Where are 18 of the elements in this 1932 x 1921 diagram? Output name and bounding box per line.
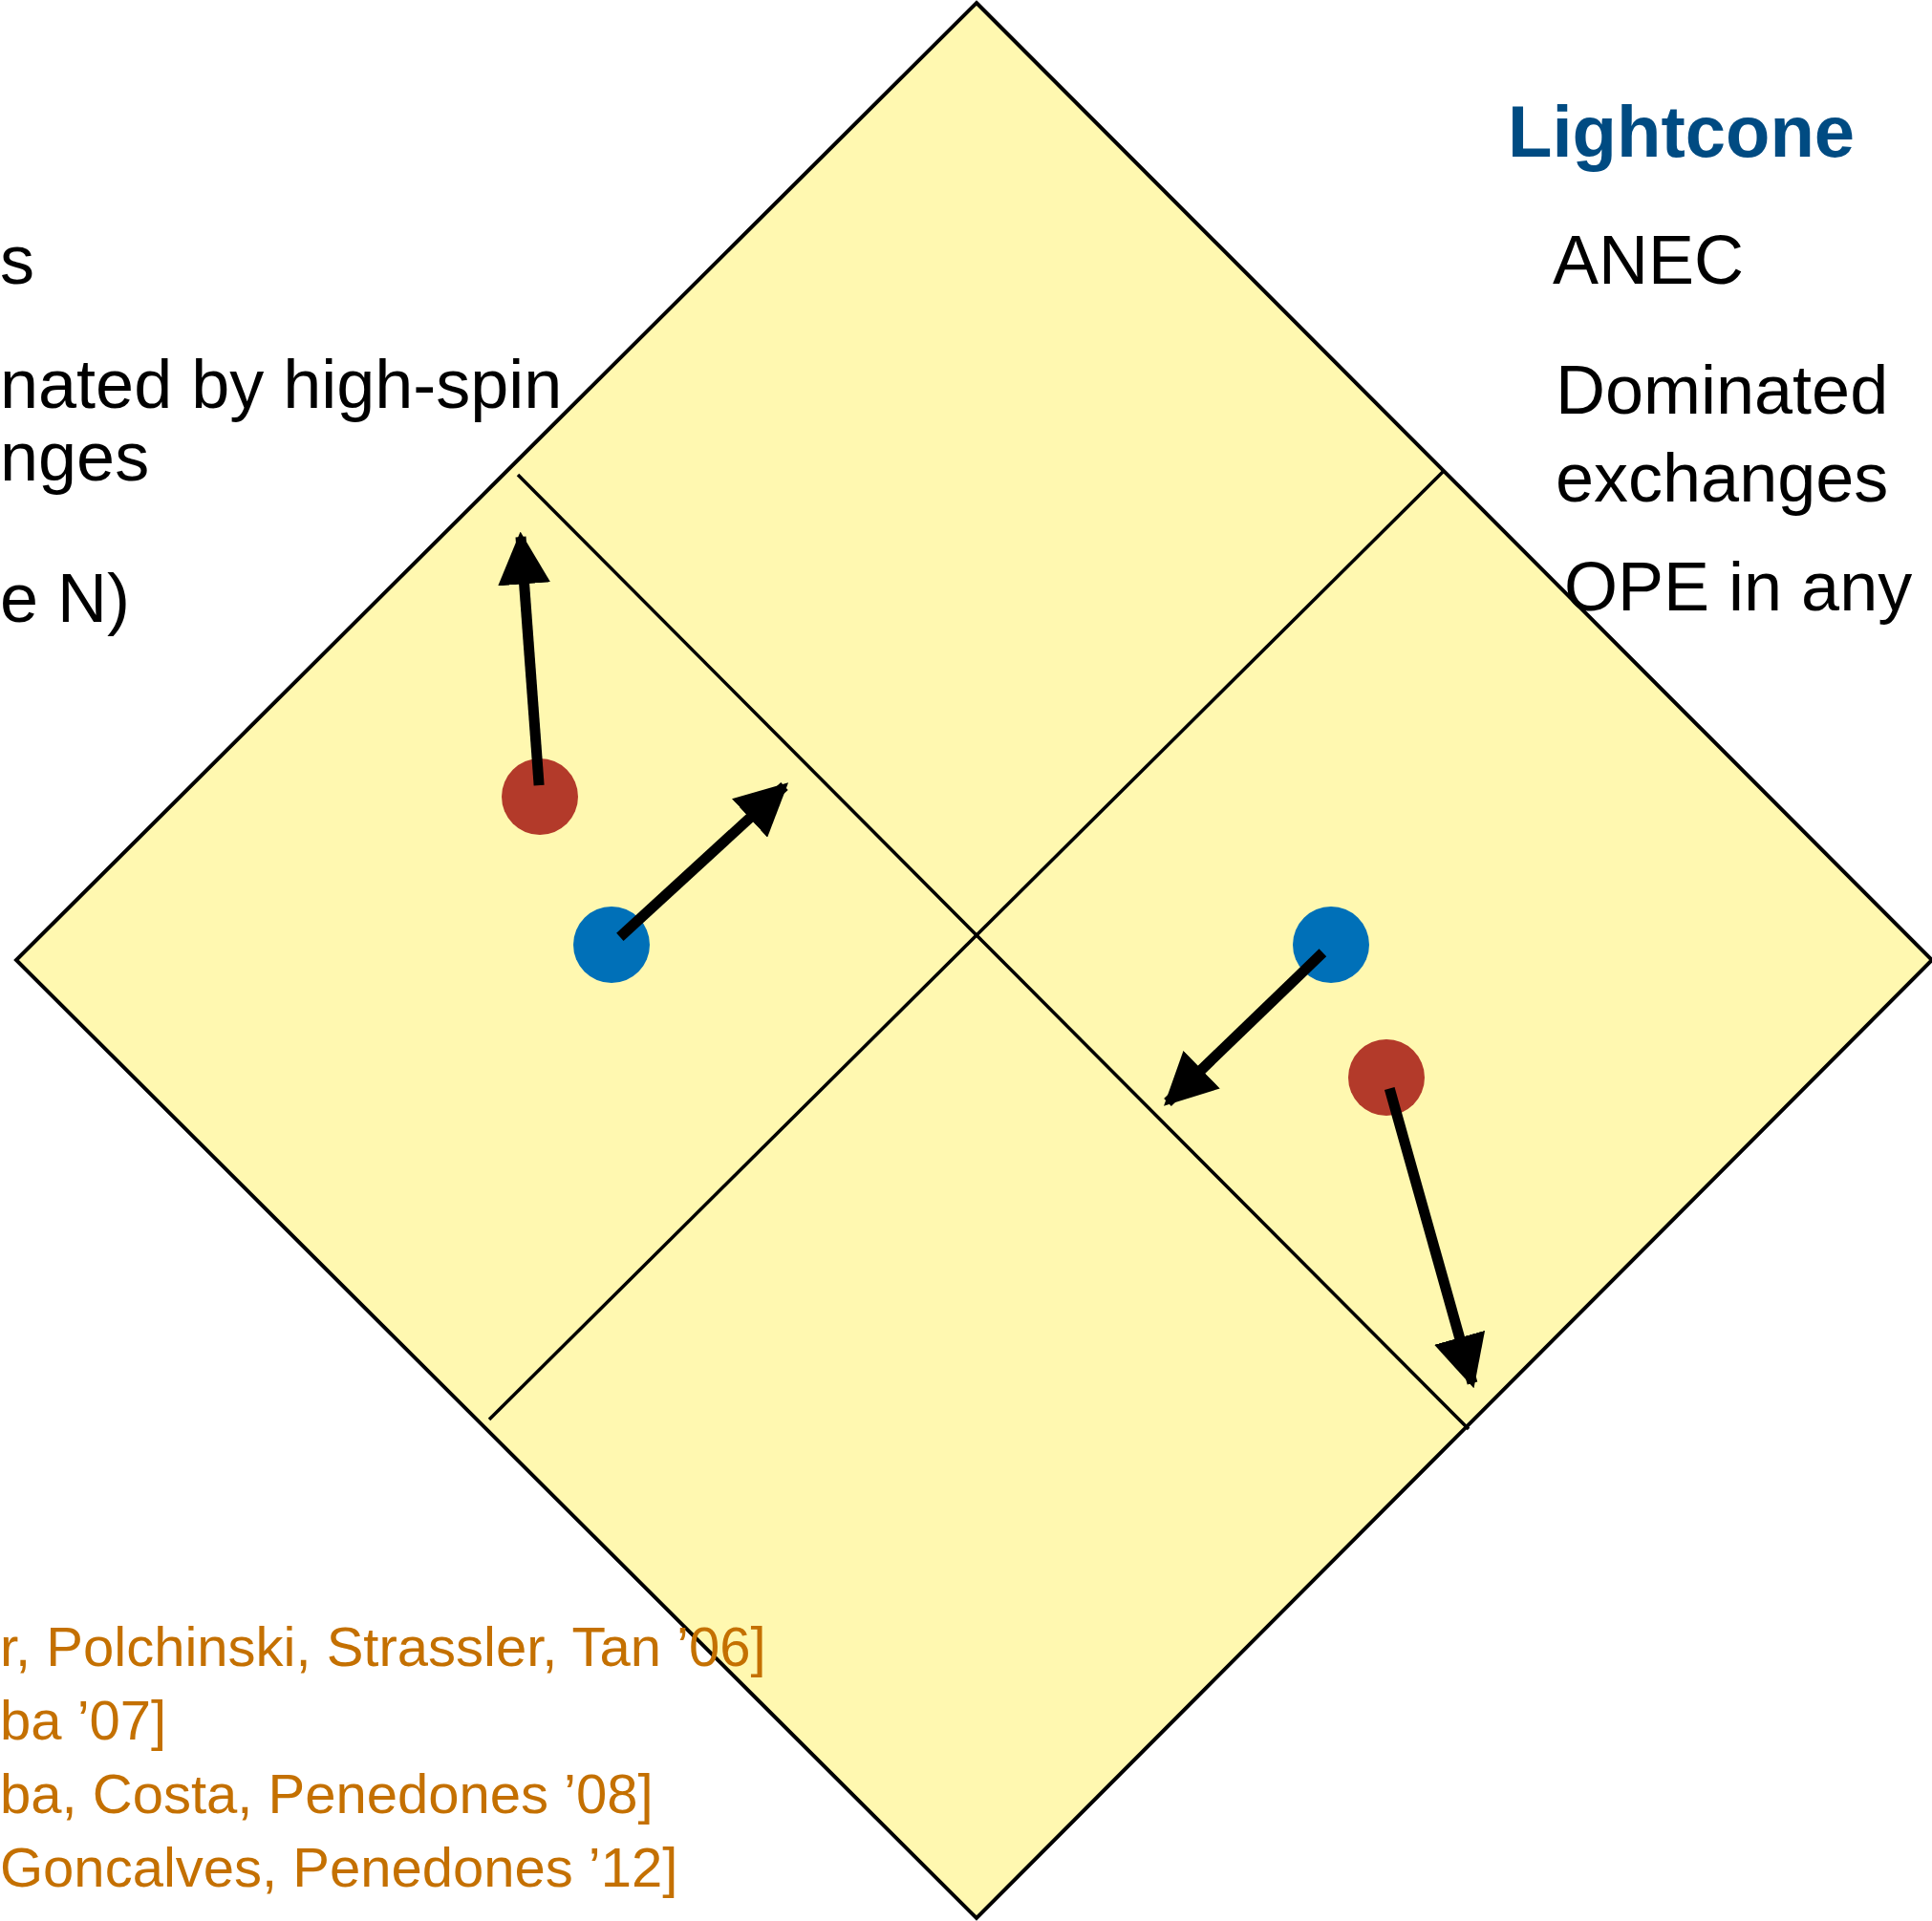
heading: Lightcone	[1508, 90, 1857, 174]
particle-dot	[502, 758, 578, 835]
arrow	[1164, 949, 1327, 1106]
arrow	[616, 781, 789, 941]
list-item: s	[0, 221, 35, 300]
particle-dot	[573, 907, 650, 983]
reference: ba, Costa, Penedones ’08]	[0, 1761, 655, 1826]
list-item: nated by high-spin nges	[0, 348, 564, 493]
list-item: Dominated exchanges	[1556, 351, 1890, 518]
reference: Goncalves, Penedones ’12]	[0, 1835, 679, 1900]
particle-dot	[1293, 907, 1369, 983]
particle-dot	[1348, 1039, 1425, 1116]
reference: ba ’07]	[0, 1688, 168, 1753]
list-item: e N)	[0, 559, 132, 638]
arrow	[498, 531, 551, 786]
arrow	[1384, 1087, 1486, 1389]
list-item: ANEC	[1553, 221, 1746, 300]
list-item: OPE in any	[1564, 547, 1914, 627]
